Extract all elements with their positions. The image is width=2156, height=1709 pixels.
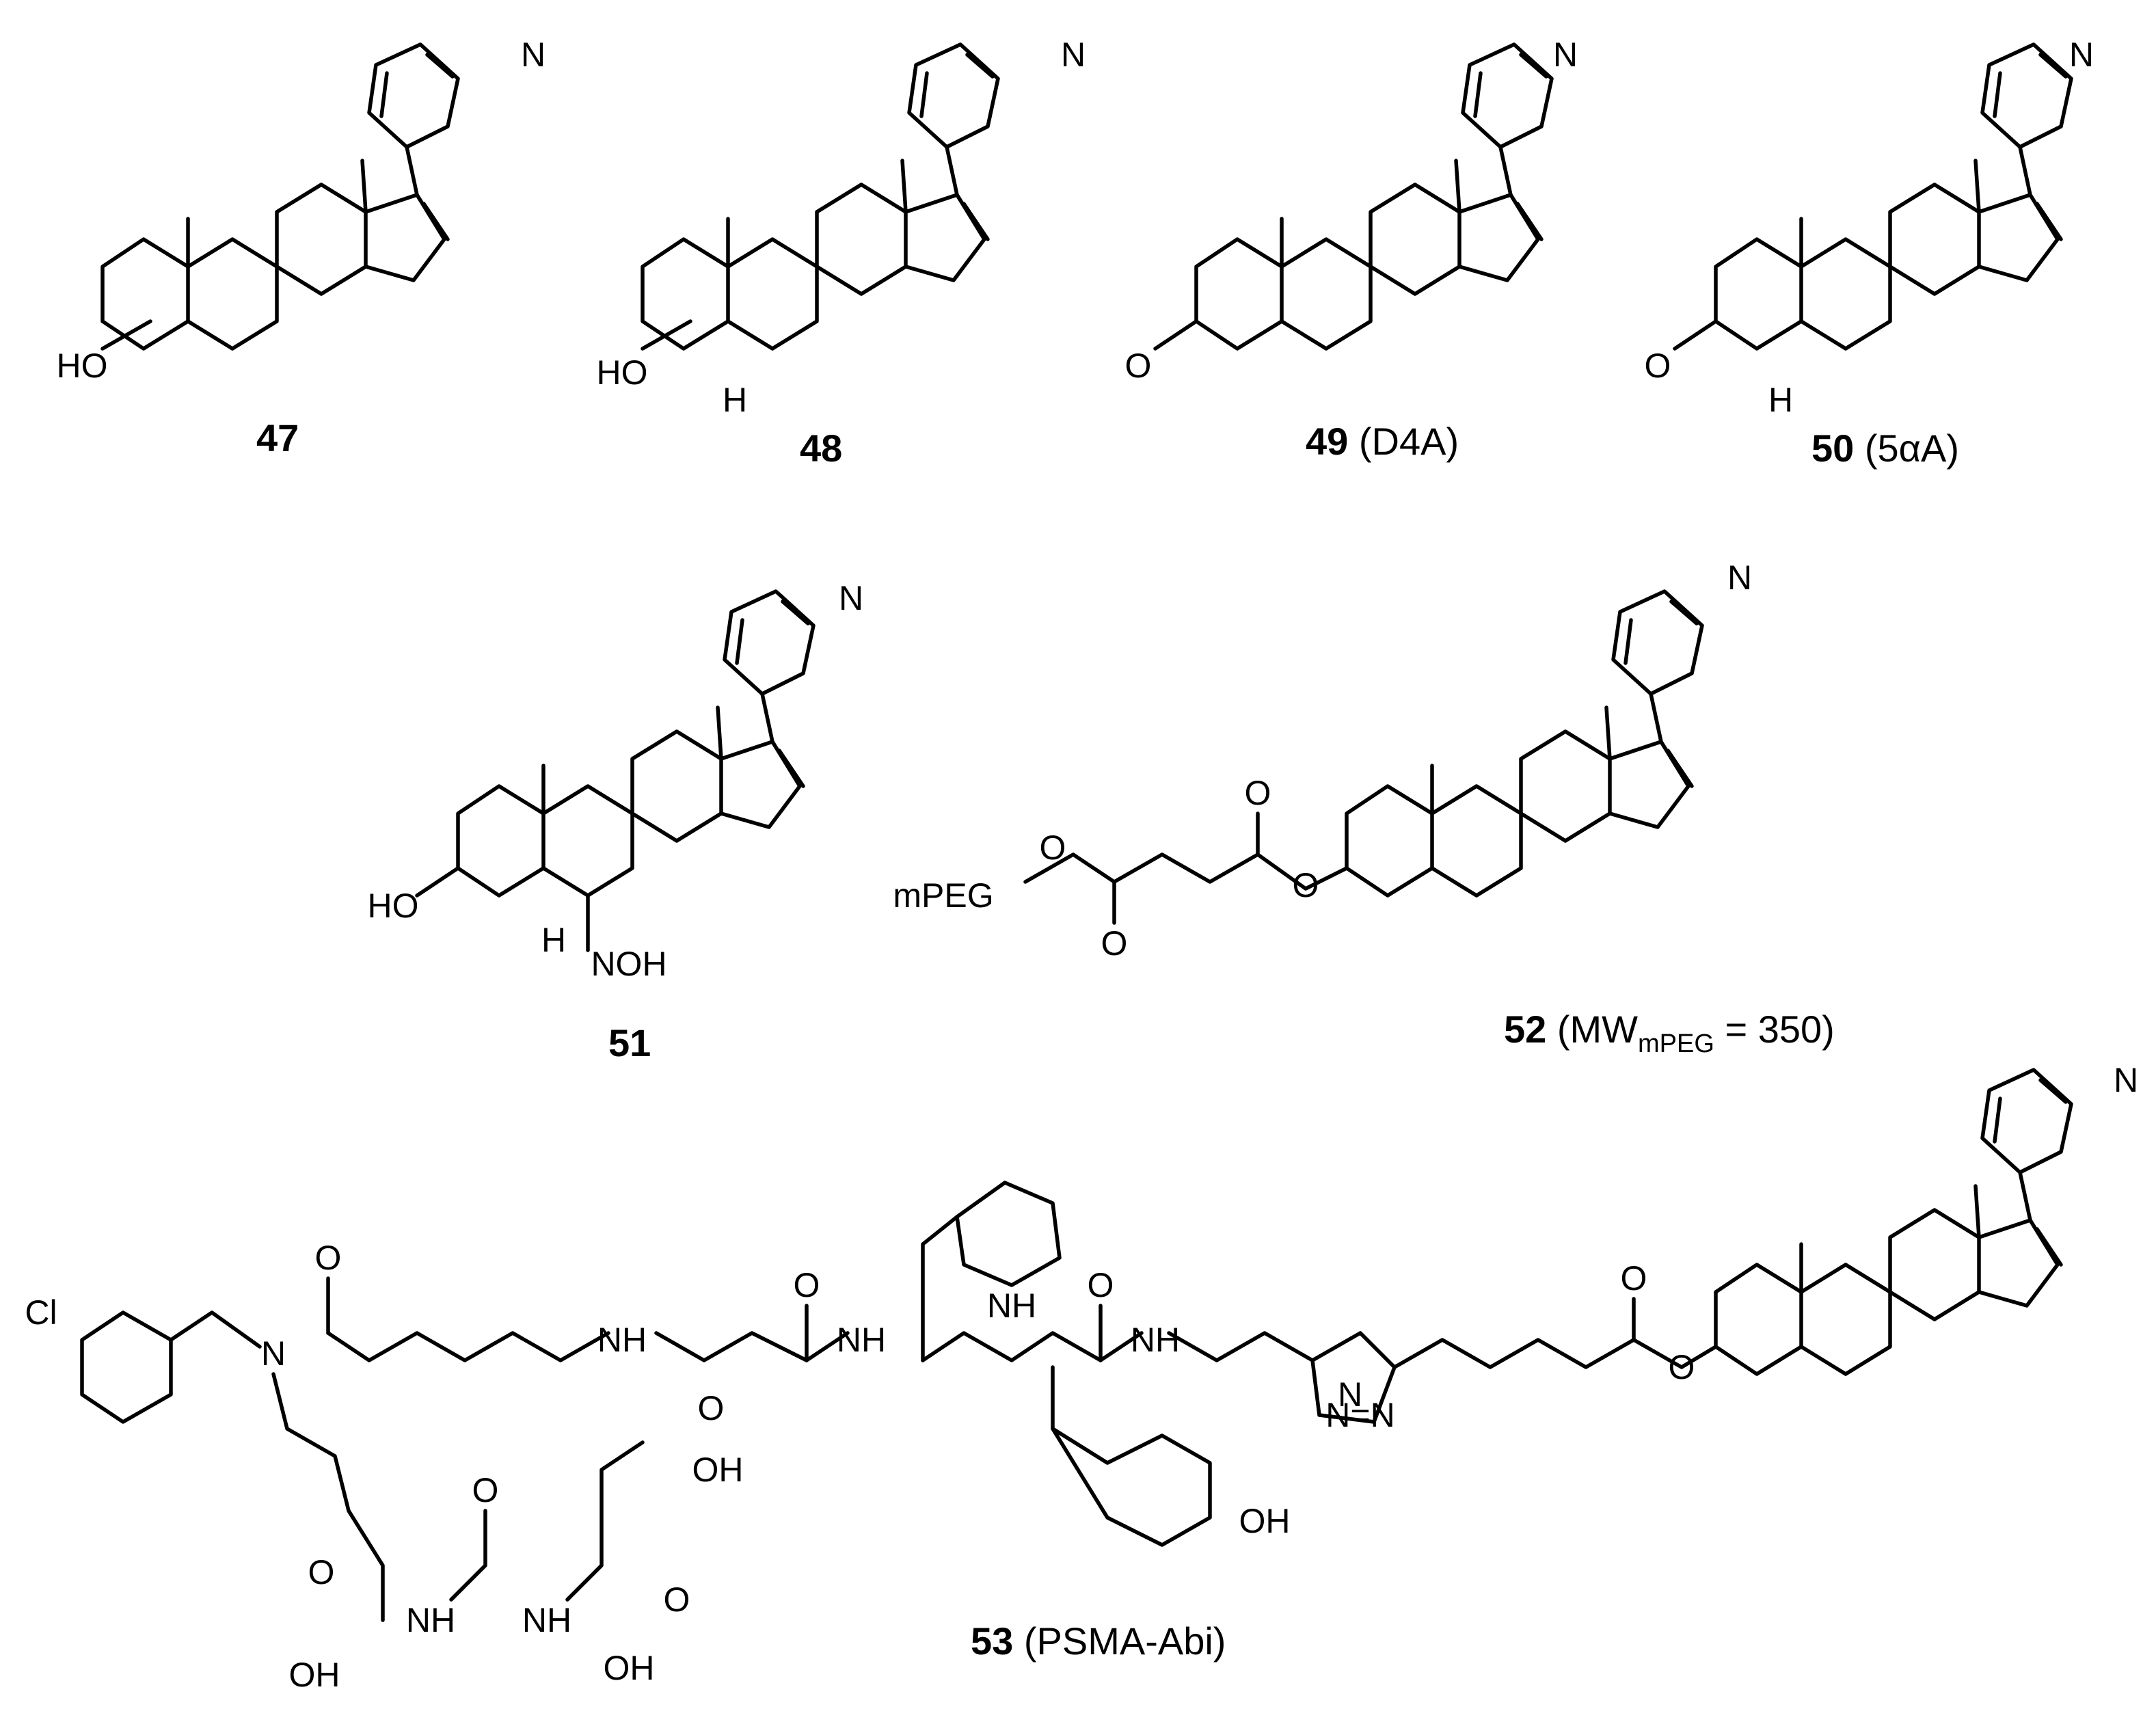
atom-nh: NH: [597, 1321, 647, 1359]
atom-o: O: [664, 1580, 690, 1619]
compound-50-label: 50 (5αA): [1811, 427, 1959, 470]
atom-ho: HO: [368, 887, 419, 925]
atom-ho: HO: [57, 347, 108, 385]
atom-triazole-n: N: [1338, 1375, 1362, 1414]
atom-n: N: [521, 36, 545, 74]
compound-52-label: 52 (MWmPEG = 350): [1504, 1008, 1835, 1058]
atom-noh: NOH: [591, 945, 666, 983]
atom-mpeg: mPEG: [893, 876, 993, 915]
atom-h: H: [1768, 381, 1793, 419]
compound-48-number: 48: [800, 427, 842, 470]
atom-oh: OH: [1239, 1502, 1291, 1540]
atom-n: N: [839, 579, 863, 617]
compound-50-structure: O H N: [1645, 36, 2094, 419]
atom-cl: Cl: [25, 1293, 57, 1332]
atom-o: O: [1245, 774, 1271, 812]
atom-o: O: [1621, 1259, 1647, 1297]
atom-n: N: [2069, 36, 2094, 74]
atom-n: N: [261, 1334, 286, 1373]
atom-o: O: [472, 1471, 499, 1509]
atom-oh: OH: [692, 1451, 744, 1489]
compound-53-structure: N O O N N=N NH O NH NH O NH O N Cl OH O …: [25, 1061, 2138, 1694]
atom-nh: NH: [837, 1321, 886, 1359]
atom-o: O: [1293, 866, 1319, 904]
atom-n: N: [2114, 1061, 2138, 1099]
atom-o: O: [315, 1239, 342, 1277]
compound-48-structure: HO H N: [597, 36, 1086, 419]
atom-nh: NH: [406, 1601, 455, 1639]
atom-ho: HO: [597, 353, 648, 392]
compound-51-number: 51: [608, 1021, 651, 1064]
atom-oh: OH: [604, 1649, 655, 1687]
compound-53-label: 53 (PSMA-Abi): [971, 1619, 1226, 1663]
compound-51-structure: HO H NOH N: [368, 579, 864, 983]
atom-n: N: [1553, 36, 1578, 74]
compound-52-structure: O O O O mPEG N: [893, 559, 1752, 963]
atom-n: N: [1061, 36, 1086, 74]
compound-47-number: 47: [256, 416, 299, 459]
atom-h: H: [541, 921, 566, 959]
atom-o: O: [1088, 1266, 1114, 1304]
atom-o: O: [1645, 347, 1671, 385]
atom-h: H: [723, 381, 747, 419]
atom-o: O: [698, 1389, 725, 1427]
atom-nh: NH: [987, 1287, 1036, 1325]
atom-n: N: [1727, 559, 1752, 597]
atom-oh: OH: [289, 1656, 340, 1694]
atom-o: O: [1669, 1348, 1695, 1386]
atom-o: O: [308, 1553, 335, 1591]
atom-triazole-n2n3: N=N: [1325, 1396, 1394, 1434]
compound-47-structure: HO N: [57, 36, 546, 385]
atom-nh: NH: [1131, 1321, 1180, 1359]
compound-49-label: 49 (D4A): [1306, 420, 1459, 463]
atom-o: O: [1101, 924, 1128, 963]
atom-o: O: [1040, 829, 1066, 867]
atom-nh: NH: [522, 1601, 571, 1639]
compound-49-structure: O N: [1125, 36, 1578, 385]
atom-o: O: [1125, 347, 1152, 385]
atom-o: O: [794, 1266, 820, 1304]
